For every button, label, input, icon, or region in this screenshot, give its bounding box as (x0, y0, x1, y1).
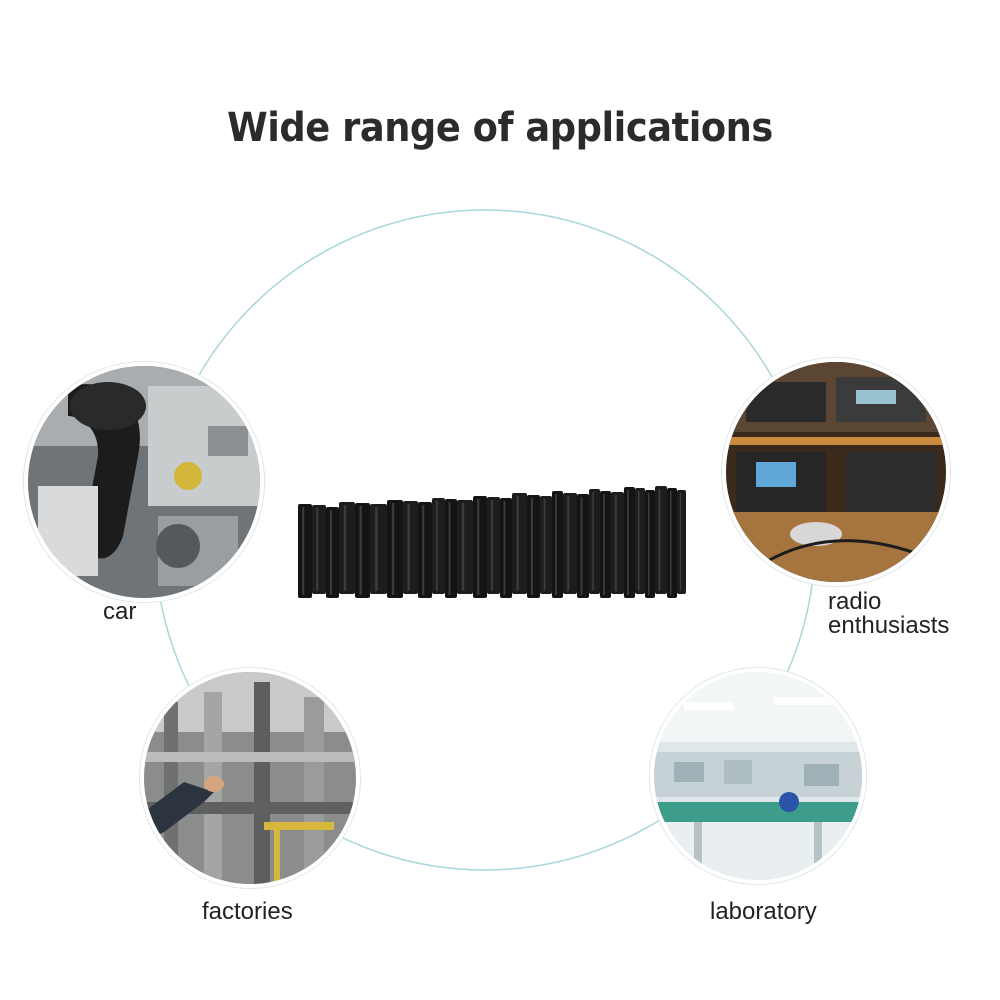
tube (326, 507, 339, 598)
tube (298, 504, 312, 598)
tube-highlight (679, 493, 682, 591)
tube (403, 501, 418, 594)
tube (577, 494, 589, 598)
tube (655, 486, 667, 594)
tube-highlight (648, 493, 650, 595)
tube-highlight (359, 506, 362, 595)
page-title: Wide range of applications (227, 105, 773, 151)
tube (487, 497, 500, 594)
label-factories: factories (202, 898, 293, 925)
label-laboratory: laboratory (710, 898, 817, 925)
heat-shrink-tubes-icon (298, 486, 686, 598)
tube-highlight (543, 499, 546, 591)
tube (611, 492, 624, 594)
tube-highlight (343, 505, 347, 591)
tube-highlight (670, 491, 672, 595)
tube (540, 496, 552, 594)
tube (432, 498, 445, 594)
tube (418, 502, 432, 598)
factory-photo (140, 668, 360, 888)
tube-highlight (614, 495, 617, 591)
label-radio-line2: enthusiasts (828, 612, 950, 639)
tube-highlight (302, 507, 305, 595)
tube (370, 504, 387, 594)
tube (355, 503, 370, 598)
tube-highlight (391, 503, 395, 595)
tube (589, 489, 600, 594)
tube-highlight (530, 498, 533, 595)
tube (563, 493, 577, 594)
tube (645, 490, 655, 598)
label-car: car (103, 598, 137, 625)
car-engine-photo (24, 362, 264, 602)
tube-highlight (407, 504, 410, 591)
tube (457, 500, 473, 594)
tube (667, 488, 677, 598)
tube-highlight (627, 490, 629, 595)
tube-highlight (638, 491, 640, 591)
tube (600, 491, 611, 598)
tube (312, 505, 326, 594)
tube (527, 495, 540, 598)
tube (339, 502, 355, 594)
tube-highlight (448, 502, 451, 595)
tube-highlight (658, 489, 661, 591)
tube (512, 493, 527, 594)
tube-highlight (422, 505, 425, 595)
tube-highlight (567, 496, 570, 591)
tube-highlight (503, 501, 506, 595)
tube-highlight (603, 494, 605, 595)
tube (635, 488, 645, 594)
tube-highlight (477, 499, 480, 595)
tube (552, 491, 563, 598)
tube (624, 487, 635, 598)
laboratory-photo (650, 668, 866, 884)
label-radio-line1: radio (828, 588, 882, 615)
tube (387, 500, 403, 598)
tube-highlight (592, 492, 594, 591)
tube-highlight (580, 497, 583, 595)
tube (473, 496, 487, 598)
tube-highlight (461, 503, 465, 591)
tube (677, 490, 686, 594)
tube (445, 499, 457, 598)
tube-highlight (329, 510, 332, 595)
tube-highlight (555, 494, 557, 595)
tube (500, 498, 512, 598)
radio-station-photo (722, 358, 950, 586)
tube-highlight (375, 507, 378, 591)
tube-highlight (435, 501, 438, 591)
tube-highlight (490, 500, 493, 591)
tube-highlight (316, 508, 319, 591)
tube-highlight (516, 496, 519, 591)
